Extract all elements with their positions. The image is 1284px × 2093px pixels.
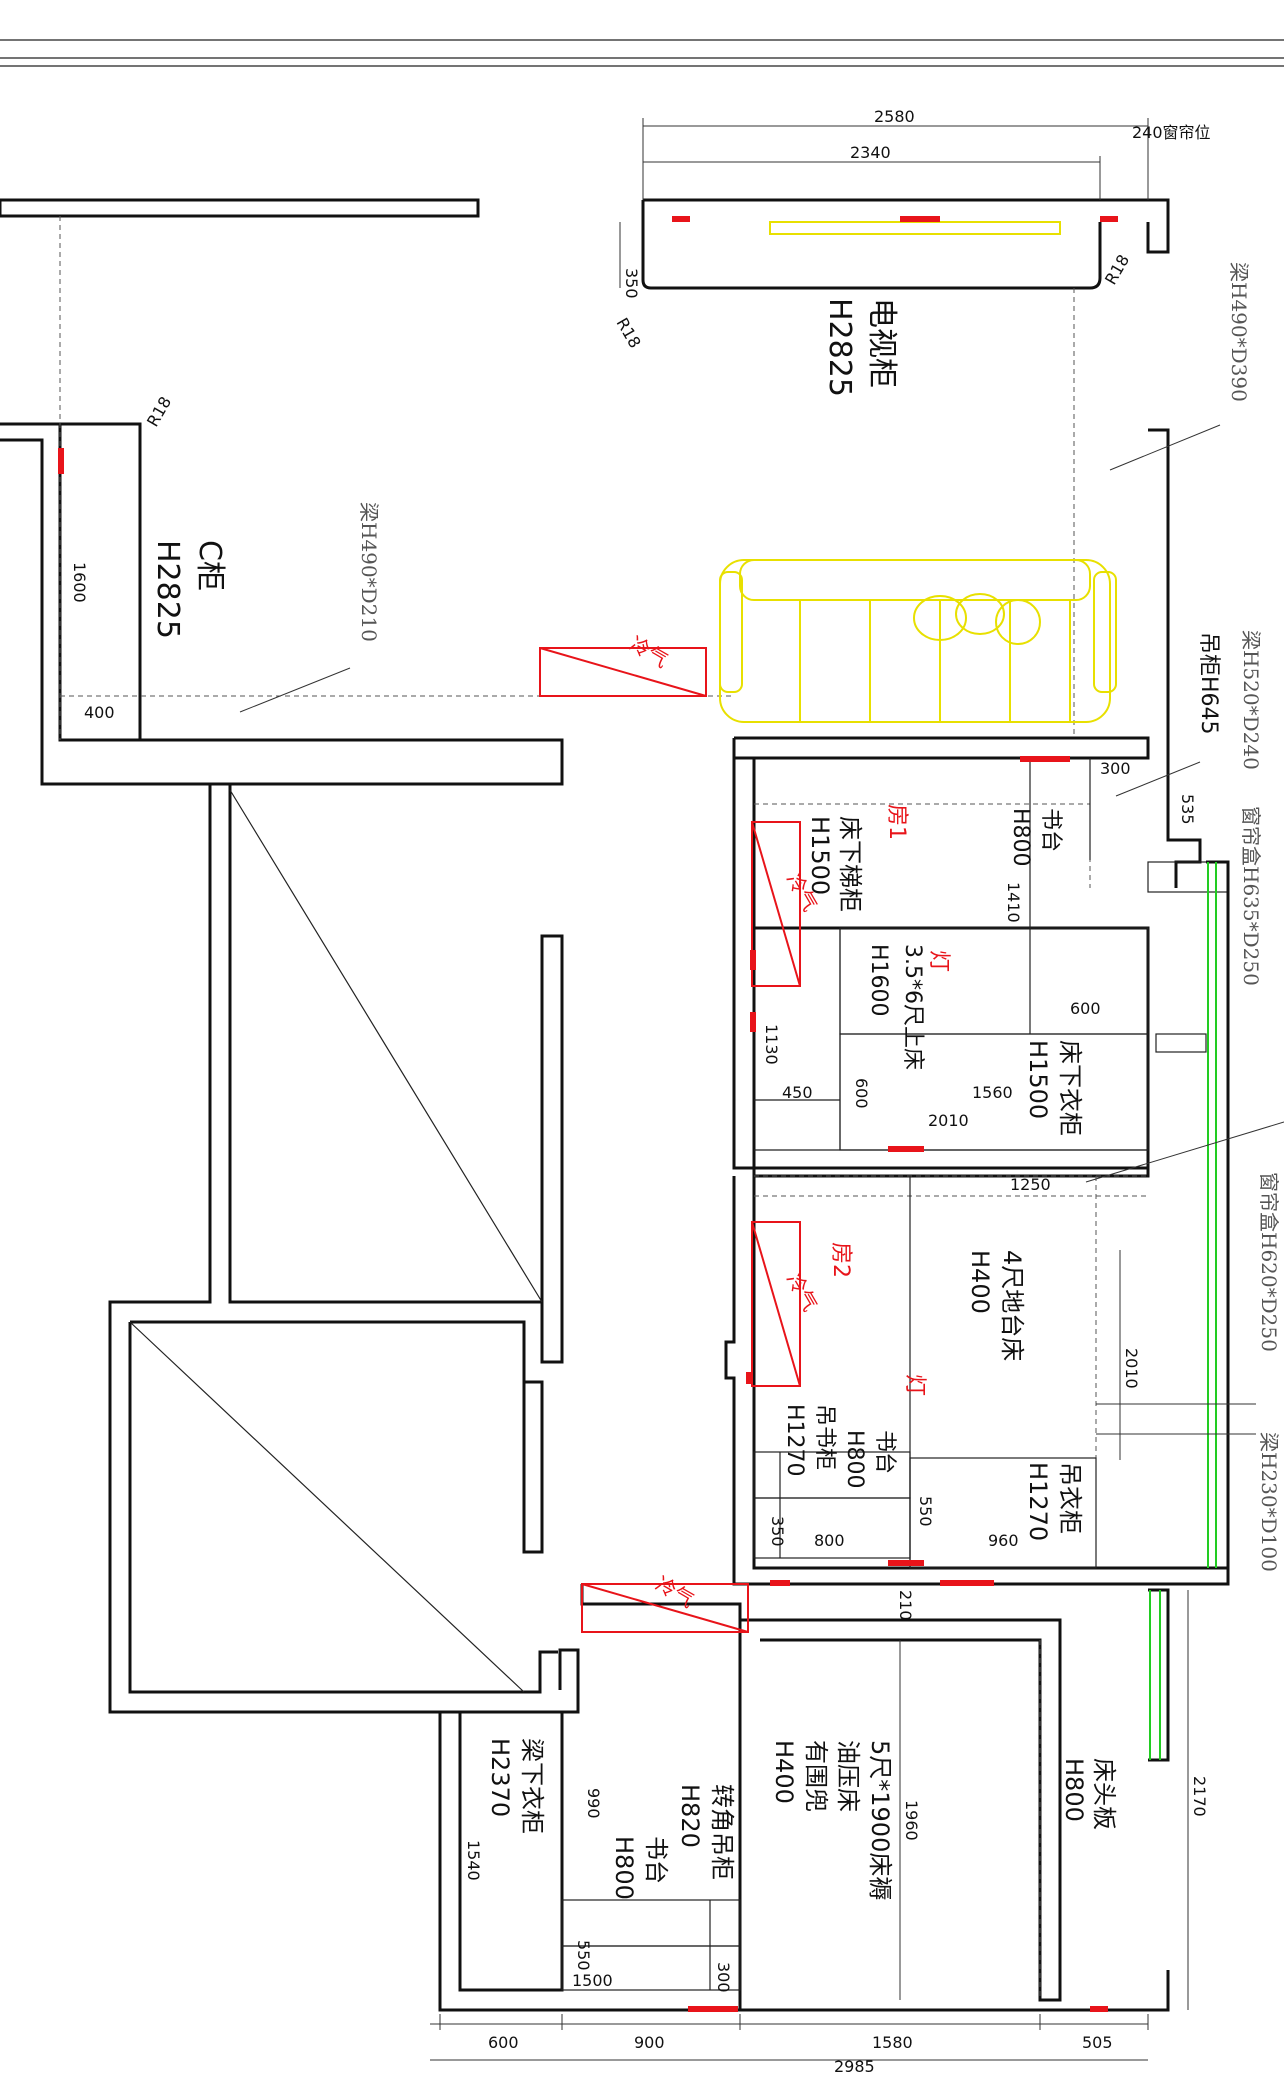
label-desk3-h: H800 — [610, 1836, 638, 1900]
label-room2: 房2 — [828, 1242, 853, 1278]
dim-960: 960 — [988, 1531, 1019, 1550]
dim-b900: 900 — [634, 2033, 665, 2052]
dim-2170: 2170 — [1190, 1776, 1209, 1817]
label-hanging-cab: 吊柜H645 — [1196, 632, 1221, 735]
dim-1600: 1600 — [70, 562, 89, 603]
label-hanging-bookcase-h: H1270 — [782, 1404, 807, 1477]
label-tv-h: H2825 — [822, 298, 857, 397]
label-c-h: H2825 — [150, 540, 185, 639]
beam-label-4: 窗帘盒H635*D250 — [1239, 806, 1263, 986]
beam-label-1: 梁H490*D390 — [1227, 262, 1251, 402]
label-stair-h: H1500 — [806, 816, 834, 895]
label-master-bed-4: H400 — [770, 1740, 798, 1804]
ac-units — [539, 647, 801, 1633]
dim-curtain: 240窗帘位 — [1132, 123, 1211, 142]
dim-2010b: 2010 — [1122, 1348, 1141, 1389]
room2-furniture — [753, 1176, 1097, 1569]
dim-1250: 1250 — [1010, 1175, 1051, 1194]
windows — [1149, 862, 1217, 1760]
dim-990: 990 — [584, 1788, 603, 1819]
dim-535: 535 — [1178, 794, 1197, 825]
sofa — [719, 221, 1117, 723]
label-tatami-h: H400 — [966, 1250, 994, 1314]
dim-400: 400 — [84, 703, 115, 722]
label-bunk-bed: 3.5*6尺上床 — [900, 944, 925, 1070]
dim-1560: 1560 — [972, 1083, 1013, 1102]
room1-furniture — [754, 758, 1149, 1151]
label-hanging-wardrobe: 吊衣柜 — [1056, 1462, 1084, 1534]
dim-1500: 1500 — [572, 1971, 613, 1990]
top-border-lines — [0, 39, 1284, 67]
dim-350b: 350 — [768, 1516, 787, 1547]
label-hanging-bookcase: 吊书柜 — [812, 1404, 837, 1470]
void-diagonals — [129, 789, 543, 1693]
label-room1: 房1 — [884, 804, 909, 840]
dim-1130: 1130 — [762, 1024, 781, 1065]
furniture-labels: 电视柜 H2825 C柜 H2825 房1 房2 灯 灯 书台 H800 床下梯… — [150, 298, 1221, 1900]
label-beam-wardrobe: 梁下衣柜 — [518, 1738, 546, 1834]
label-light2: 灯 — [902, 1374, 927, 1396]
dim-300: 300 — [1100, 759, 1131, 778]
label-master-bed-2: 油压床 — [834, 1740, 862, 1812]
dimension-lines — [239, 118, 1284, 2061]
ac-label-1: 冷气 — [626, 632, 673, 673]
label-c-cabinet: C柜 — [192, 540, 227, 591]
dim-550a: 550 — [916, 1496, 935, 1527]
beam-label-2: 梁H490*D210 — [357, 502, 381, 642]
dim-600a: 600 — [1070, 999, 1101, 1018]
beam-label-5: 窗帘盒H620*D250 — [1257, 1172, 1281, 1352]
label-tatami-bed: 4尺地台床 — [998, 1250, 1026, 1361]
dim-800: 800 — [814, 1531, 845, 1550]
label-master-bed-3: 有围兜 — [802, 1740, 830, 1812]
dim-top-total: 2580 — [874, 107, 915, 126]
dim-1960: 1960 — [902, 1800, 921, 1841]
dim-300b: 300 — [714, 1962, 733, 1993]
dim-r18b: R18 — [1101, 251, 1133, 288]
label-master-bed-1: 5尺*1900床褥 — [866, 1740, 894, 1900]
label-tv-cabinet: 电视柜 — [864, 298, 899, 388]
dim-210: 210 — [896, 1590, 915, 1621]
label-under-wardrobe1: 床下衣柜 — [1056, 1040, 1084, 1136]
dim-b1580: 1580 — [872, 2033, 913, 2052]
label-desk2: 书台 — [872, 1430, 897, 1474]
label-hanging-wardrobe-h: H1270 — [1024, 1462, 1052, 1541]
dim-350: 350 — [622, 268, 641, 299]
dim-r18c: R18 — [143, 393, 175, 430]
label-desk3: 书台 — [642, 1836, 670, 1884]
dim-550b: 550 — [574, 1940, 593, 1971]
dashed-guides — [59, 216, 1148, 2000]
beam-label-6: 梁H230*D100 — [1257, 1432, 1281, 1572]
label-bunk-h: H1600 — [866, 944, 891, 1017]
label-under-wardrobe1-h: H1500 — [1024, 1040, 1052, 1119]
dim-top-inner: 2340 — [850, 143, 891, 162]
dim-2010a: 2010 — [928, 1111, 969, 1130]
dim-600b: 600 — [852, 1078, 871, 1109]
label-corner-cab: 转角吊柜 — [708, 1784, 736, 1880]
red-sockets — [58, 216, 1118, 2012]
label-beam-wardrobe-h: H2370 — [486, 1738, 514, 1817]
dim-r18a: R18 — [613, 315, 645, 352]
ac-label-3: 冷气 — [782, 1269, 823, 1316]
dim-b505: 505 — [1082, 2033, 1113, 2052]
label-light1: 灯 — [926, 950, 951, 972]
dim-1540: 1540 — [464, 1840, 483, 1881]
label-headboard: 床头板 — [1090, 1758, 1118, 1830]
dim-450: 450 — [782, 1083, 813, 1102]
label-headboard-h: H800 — [1060, 1758, 1088, 1822]
label-corner-cab-h: H820 — [676, 1784, 704, 1848]
beam-label-3: 梁H520*D240 — [1239, 630, 1263, 770]
label-desk1-h: H800 — [1008, 808, 1033, 867]
label-desk1: 书台 — [1038, 808, 1063, 852]
walls — [0, 198, 1230, 2012]
label-desk2-h: H800 — [842, 1430, 867, 1489]
dim-b600: 600 — [488, 2033, 519, 2052]
dim-b2985: 2985 — [834, 2057, 875, 2076]
dim-1410: 1410 — [1004, 882, 1023, 923]
label-stair-cab: 床下梯柜 — [836, 816, 864, 912]
beam-labels: 梁H490*D390 梁H490*D210 梁H520*D240 窗帘盒H635… — [357, 262, 1281, 1572]
